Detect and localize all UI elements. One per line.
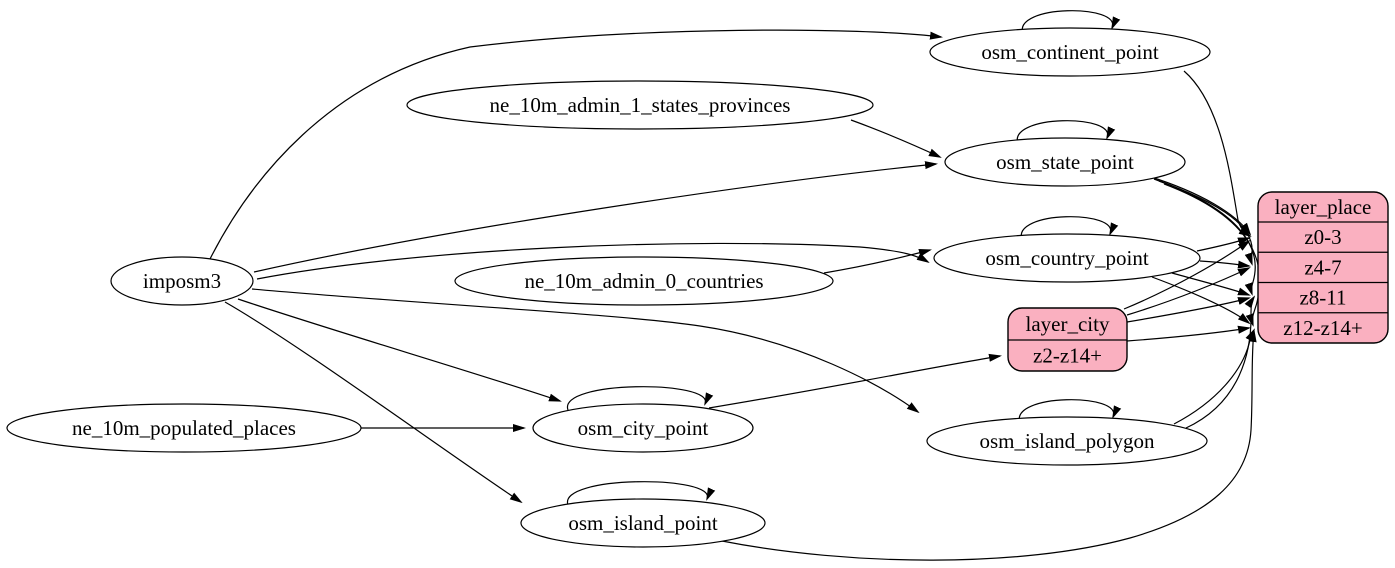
layer_place-row-z4-7: z4-7 xyxy=(1304,255,1341,279)
ne_10m_populated_places-ellipse xyxy=(6,403,362,453)
osm_continent_point-ellipse xyxy=(929,27,1211,77)
ne_10m_admin_0_countries-ellipse xyxy=(454,256,834,306)
edges-layer xyxy=(209,10,1261,561)
edge-osm_country_point-to-layer_place-z0-3 xyxy=(1196,237,1251,252)
self-loop-osm_city_point xyxy=(567,386,714,411)
node-osm_island_point: osm_island_point xyxy=(520,498,766,548)
ne_10m_admin_1_states_provinces-ellipse xyxy=(406,80,874,130)
self-loop-osm_island_polygon xyxy=(1018,399,1122,424)
edge-imposm3-to-osm_continent_point xyxy=(209,29,943,260)
edge-imposm3-to-osm_country_point xyxy=(256,242,930,280)
node-ne_10m_admin_1_states_provinces: ne_10m_admin_1_states_provinces xyxy=(406,80,874,130)
node-osm_country_point: osm_country_point xyxy=(933,233,1201,283)
node-ne_10m_admin_0_countries: ne_10m_admin_0_countries xyxy=(454,256,834,306)
ne_10m_populated_places-label: ne_10m_populated_places xyxy=(72,416,296,440)
node-layer_place: layer_place z0-3 z4-7 z8-11 z12-z14+ xyxy=(1257,191,1389,344)
self-loop-osm_island_point xyxy=(567,481,716,506)
ne_10m_admin_1_states_provinces-label: ne_10m_admin_1_states_provinces xyxy=(490,93,791,117)
node-imposm3: imposm3 xyxy=(110,256,254,306)
edge-osm_state_point-to-layer_place-z0-3 xyxy=(1147,175,1252,236)
ne_10m_admin_0_countries-label: ne_10m_admin_0_countries xyxy=(524,269,763,293)
edge-osm_country_point-to-layer_place-z8-11 xyxy=(1171,272,1251,296)
edge-ne_10m_admin_1_states_provinces-to-osm_state_point xyxy=(850,119,942,158)
osm_city_point-label: osm_city_point xyxy=(578,416,709,440)
edge-osm_country_point-to-layer_place-z12-z14+ xyxy=(1151,276,1251,325)
layer_place-row-z12-z14+: z12-z14+ xyxy=(1283,316,1362,340)
osm_state_point-label: osm_state_point xyxy=(996,150,1134,174)
edge-osm_state_point-to-layer_place-z4-7 xyxy=(1153,178,1253,266)
edge-osm_island_polygon-to-layer_place-z8-11 xyxy=(1185,295,1256,429)
osm_state_point-ellipse xyxy=(944,137,1186,187)
edge-osm_city_point-to-layer_city-z2-z14+ xyxy=(708,353,1002,409)
edge-imposm3-to-osm_island_point xyxy=(224,301,523,504)
imposm3-label: imposm3 xyxy=(143,269,221,293)
osm_country_point-label: osm_country_point xyxy=(985,246,1148,270)
edge-layer_city-to-layer_place-z8-11 xyxy=(1126,297,1251,323)
edge-osm_island_point-to-layer_place-z12-z14+ xyxy=(721,329,1257,561)
edge-osm_country_point-to-layer_place-z4-7 xyxy=(1199,260,1251,269)
layer_place-box xyxy=(1257,191,1389,344)
edge-imposm3-to-osm_city_point xyxy=(237,298,562,402)
layer_place-row-z8-11: z8-11 xyxy=(1299,286,1346,310)
layer_city-title: layer_city xyxy=(1026,312,1110,336)
imposm3-ellipse xyxy=(110,256,254,306)
self-loop-osm_country_point xyxy=(1020,216,1119,241)
self-loop-osm_state_point xyxy=(1016,120,1116,145)
edge-imposm3-to-osm_island_polygon xyxy=(251,288,920,414)
osm_city_point-ellipse xyxy=(532,403,754,453)
edge-imposm3-to-osm_state_point xyxy=(253,161,938,273)
osm_continent_point-label: osm_continent_point xyxy=(981,40,1158,64)
node-osm_island_polygon: osm_island_polygon xyxy=(926,416,1208,466)
node-osm_state_point: osm_state_point xyxy=(944,137,1186,187)
edge-layer_city-to-layer_place-z12-z14+ xyxy=(1126,325,1251,342)
node-ne_10m_populated_places: ne_10m_populated_places xyxy=(6,403,362,453)
node-layer_city: layer_city z2-z14+ xyxy=(1007,307,1128,372)
node-osm_city_point: osm_city_point xyxy=(532,403,754,453)
layer_place-title: layer_place xyxy=(1275,195,1372,219)
node-osm_continent_point: osm_continent_point xyxy=(929,27,1211,77)
self-loop-osm_continent_point xyxy=(1021,10,1121,35)
edge-osm_state_point-to-layer_place-z8-11 xyxy=(1158,180,1256,296)
nodes-layer: imposm3 ne_10m_admin_1_states_provincesne… xyxy=(6,27,1389,548)
osm_island_point-label: osm_island_point xyxy=(568,511,718,535)
edge-ne_10m_admin_0_countries-to-osm_country_point xyxy=(823,248,932,274)
layer_place-row-z0-3: z0-3 xyxy=(1304,225,1341,249)
osm_country_point-ellipse xyxy=(933,233,1201,283)
edge-layer_city-to-layer_place-z4-7 xyxy=(1126,267,1251,316)
edge-layer_city-to-layer_place-z0-3 xyxy=(1123,239,1251,310)
osm_island_polygon-ellipse xyxy=(926,416,1208,466)
osm_island_polygon-label: osm_island_polygon xyxy=(979,429,1155,453)
osm_island_point-ellipse xyxy=(520,498,766,548)
layer_city-row-z2-z14+: z2-z14+ xyxy=(1033,344,1102,368)
